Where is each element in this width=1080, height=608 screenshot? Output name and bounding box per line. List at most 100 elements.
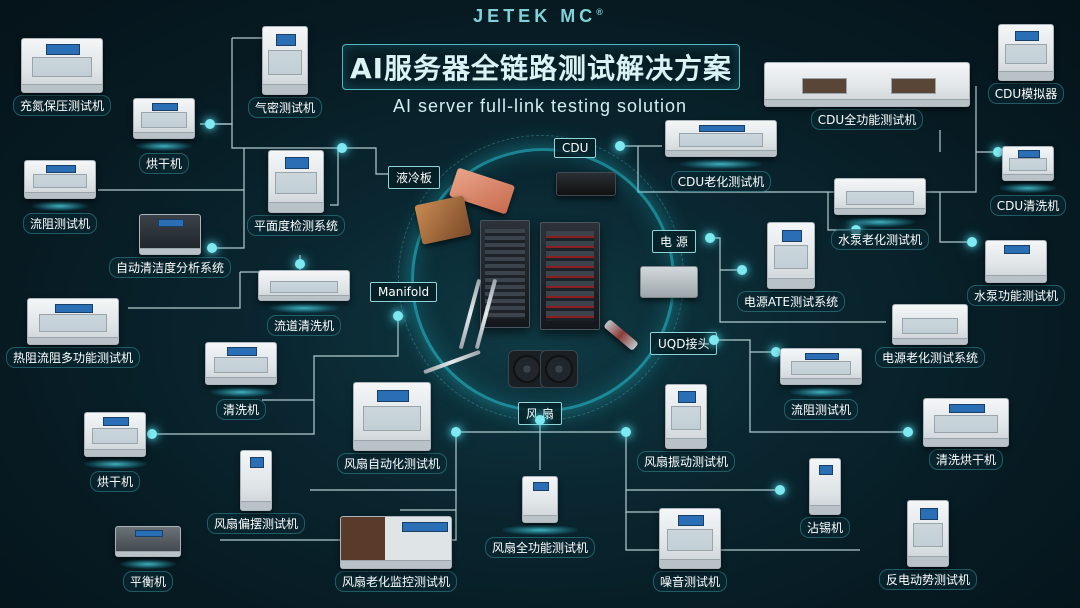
equipment-node: 热阻流阻多功能测试机 [6,298,141,368]
equipment-image [24,160,96,199]
category-tag-manifold: Manifold [370,282,438,302]
connector-dot [621,427,631,437]
connector-dot [771,347,781,357]
equipment-node: 清洗烘干机 [916,398,1016,470]
equipment-label: 烘干机 [138,153,189,174]
equipment-node: 流道清洗机 [254,270,354,336]
equipment-node: CDU老化测试机 [662,120,780,192]
equipment-node: 流阻测试机 [20,160,100,234]
equipment-node: 平衡机 [108,526,188,592]
equipment-node: 噪音测试机 [650,508,730,592]
equipment-image [985,240,1047,283]
equipment-image [522,476,558,523]
connector-dot [207,243,217,253]
connector-line [939,192,972,243]
equipment-image [205,342,277,385]
equipment-label: 热阻流阻多功能测试机 [6,347,141,368]
category-tag-power: 电 源 [652,230,696,253]
brand-text: JETEK MC [473,6,597,26]
connector-line [625,512,860,551]
equipment-node: 气密测试机 [240,26,330,118]
equipment-label: CDU清洗机 [989,195,1067,216]
equipment-image [767,222,815,289]
connector-dot [535,415,545,425]
equipment-image [780,348,862,385]
equipment-image [659,508,721,569]
power-supply-image [640,266,698,298]
equipment-image [268,150,324,213]
equipment-label: 流阻测试机 [22,213,97,234]
equipment-label: CDU全功能测试机 [810,109,924,130]
equipment-label: 风扇全功能测试机 [485,537,596,558]
equipment-image [115,526,181,557]
equipment-label: 清洗机 [215,399,266,420]
brand-mark: ® [596,7,607,17]
connector-dot [615,141,625,151]
equipment-image [139,214,201,255]
connector-dot [205,119,215,129]
connector-dot [451,427,461,437]
equipment-node: 自动清洁度分析系统 [109,214,232,278]
connector-dot [147,429,157,439]
equipment-image [27,298,119,345]
equipment-label: 水泵老化测试机 [830,229,929,250]
equipment-image [809,458,841,515]
equipment-label: 水泵功能测试机 [967,285,1066,306]
equipment-image [834,178,926,215]
equipment-image [133,98,195,139]
connector-dot [295,259,305,269]
equipment-node: 充氮保压测试机 [12,38,112,116]
equipment-node: 电源ATE测试系统 [736,222,846,312]
equipment-node: 烘干机 [124,98,204,174]
equipment-label: 平面度检测系统 [246,215,345,236]
equipment-label: CDU老化测试机 [670,171,772,192]
connector-dot [775,485,785,495]
server-rack-image [540,222,600,330]
equipment-label: 噪音测试机 [652,571,727,592]
connector-line [220,490,457,541]
equipment-image [21,38,103,93]
equipment-image [998,24,1054,81]
equipment-label: 气密测试机 [247,97,322,118]
equipment-image [258,270,350,301]
equipment-node: 水泵功能测试机 [967,240,1066,306]
equipment-label: 烘干机 [89,471,140,492]
connector-dot [705,233,715,243]
equipment-image [340,516,452,569]
equipment-label: 反电动势测试机 [878,569,977,590]
connector-line [128,272,241,309]
equipment-image [923,398,1009,447]
equipment-image [1002,146,1054,181]
brand-logo: JETEK MC® [0,6,1080,27]
equipment-label: 电源老化测试系统 [874,347,985,368]
category-tag-cold-plate: 液冷板 [388,166,441,189]
equipment-node: 流阻测试机 [776,348,866,420]
equipment-label: 流道清洗机 [266,315,341,336]
category-tag-cdu: CDU [554,138,597,158]
equipment-node: 平面度检测系统 [246,150,346,236]
connector-dot [393,311,403,321]
equipment-node: 风扇自动化测试机 [336,382,448,474]
connector-line [152,400,315,435]
equipment-label: CDU模拟器 [987,83,1065,104]
equipment-label: 平衡机 [122,571,173,592]
fan-image [508,350,546,388]
equipment-label: 自动清洁度分析系统 [109,257,232,278]
connector-line [620,145,828,193]
connector-line [714,339,908,433]
connector-dot [967,237,977,247]
equipment-image [665,120,777,157]
equipment-node: 风扇振动测试机 [637,384,736,472]
equipment-node: 烘干机 [70,412,160,492]
fan-image [540,350,578,388]
cdu-unit-image [556,172,616,196]
equipment-image [665,384,707,449]
equipment-node: 电源老化测试系统 [872,304,988,368]
equipment-node: 风扇老化监控测试机 [334,516,458,592]
page-subtitle: AI server full-link testing solution [392,96,688,116]
equipment-label: 沾锡机 [799,517,850,538]
equipment-node: 反电动势测试机 [876,500,980,590]
connector-line [212,190,245,249]
equipment-label: 风扇老化监控测试机 [334,571,457,592]
